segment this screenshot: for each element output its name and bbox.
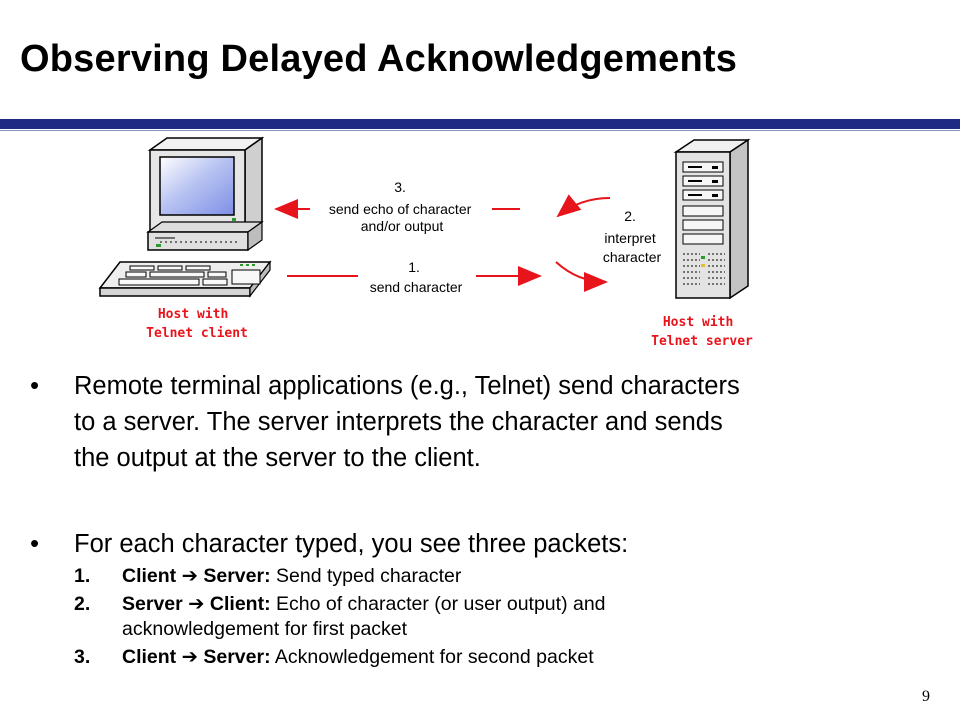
title-rule (0, 119, 960, 129)
packet-number: 3. (74, 646, 91, 668)
bullet-mark: • (30, 528, 40, 558)
bullet-line: the output at the server to the client. (74, 444, 481, 472)
page-number: 9 (922, 688, 930, 705)
packet-description-continued: acknowledgement for first packet (122, 618, 408, 640)
bullet-text: For each character typed, you see three … (74, 526, 904, 562)
step3-label: 3. send echo of character and/or output (329, 179, 475, 234)
right-arrow-icon: ➔ (181, 564, 198, 587)
bullet-line: For each character typed, you see three … (74, 530, 629, 558)
step2-curve-arrows (555, 194, 611, 292)
packet-to: Client: (209, 593, 271, 615)
bullet-text: Remote terminal applications (e.g., Teln… (74, 368, 904, 476)
bullet-mark: • (30, 370, 40, 400)
packet-description: Send typed character (276, 565, 462, 587)
right-arrow-icon: ➔ (181, 645, 198, 668)
right-arrow-icon: ➔ (188, 592, 205, 615)
client-computer-icon (98, 136, 272, 298)
slide-title: Observing Delayed Acknowledgements (20, 38, 738, 80)
packet-from: Client (122, 565, 177, 587)
packet-number: 1. (74, 565, 91, 587)
packet-description: Acknowledgement for second packet (274, 646, 594, 668)
telnet-diagram: 3. send echo of character and/or output … (98, 136, 753, 349)
client-host-label: Host with Telnet client (146, 307, 248, 341)
step1-label: 1. send character (370, 259, 463, 295)
bullet-line: to a server. The server interprets the c… (74, 408, 723, 436)
server-tower-icon (673, 138, 751, 300)
packet-from: Server (122, 593, 183, 615)
bullet-line: Remote terminal applications (e.g., Teln… (74, 372, 740, 400)
packet-to: Server: (203, 646, 271, 668)
packet-from: Client (122, 646, 177, 668)
server-host-label: Host with Telnet server (651, 315, 753, 349)
packet-description: Echo of character (or user output) and (276, 593, 606, 615)
packet-to: Server: (203, 565, 271, 587)
title-rule-line (0, 130, 960, 131)
packet-number: 2. (74, 593, 91, 615)
step2-label: 2. interpret character (603, 208, 662, 265)
